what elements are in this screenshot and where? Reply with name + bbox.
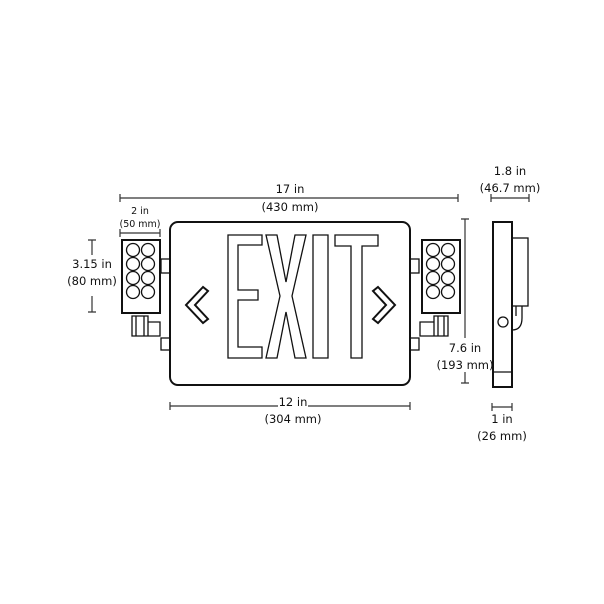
lamp-width-metric: (50 mm) (119, 219, 160, 230)
letter-e (227, 234, 263, 359)
mount-tab (160, 258, 171, 274)
mount-tab (409, 258, 420, 274)
letter-i (312, 234, 329, 359)
housing-depth-imperial: 1 in (491, 412, 512, 426)
chevron-right-icon (371, 285, 397, 325)
sign-housing (169, 221, 411, 386)
chevron-left-icon (184, 285, 210, 325)
overall-width-imperial: 17 in (276, 182, 305, 196)
overall-depth-metric: (46.7 mm) (480, 181, 541, 195)
sign-width-metric: (304 mm) (265, 412, 322, 426)
letter-x (265, 234, 307, 359)
sign-width-imperial: 12 in (279, 395, 308, 409)
sign-height-imperial: 7.6 in (449, 341, 481, 355)
side-knob (497, 316, 509, 328)
dimension-lines (88, 194, 530, 411)
lamp-height-metric: (80 mm) (67, 274, 117, 288)
side-housing (492, 221, 513, 388)
overall-depth-imperial: 1.8 in (494, 164, 526, 178)
left-lamp-head (121, 239, 161, 337)
lamp-width-imperial: 2 in (131, 206, 149, 217)
lamp-bracket (419, 315, 449, 337)
sign-height-metric: (193 mm) (437, 358, 494, 372)
housing-depth-metric: (26 mm) (477, 429, 527, 443)
right-lamp-head (419, 239, 461, 337)
lamp-housing (421, 239, 461, 314)
mount-tab (409, 337, 420, 351)
exit-sign-side-view (492, 221, 529, 388)
overall-width-metric: (430 mm) (262, 200, 319, 214)
lamp-height-imperial: 3.15 in (72, 257, 112, 271)
lamp-bracket (131, 315, 161, 337)
mount-tab (160, 337, 171, 351)
exit-sign-front-view (160, 221, 420, 386)
lamp-housing (121, 239, 161, 314)
side-lamp (511, 237, 529, 307)
letter-t (334, 234, 379, 359)
